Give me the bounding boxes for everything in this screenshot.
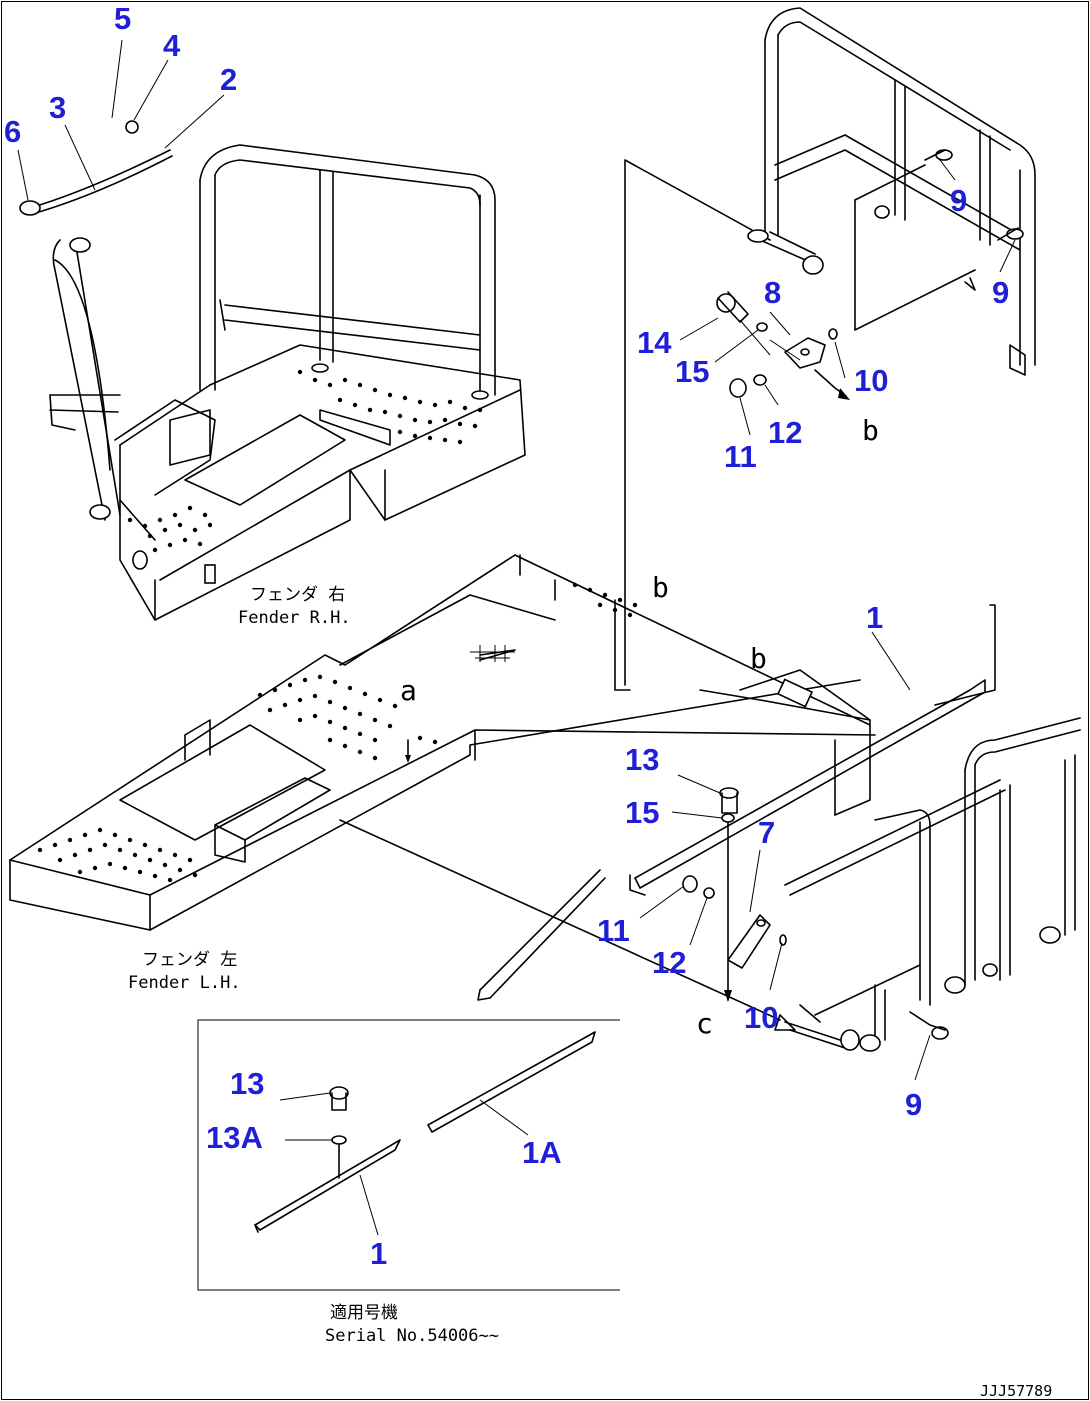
callout-13a: 13 [625,742,659,777]
callout-10b: 10 [744,1000,778,1035]
callout-7: 7 [758,815,775,850]
fender-rh-label-jp: フェンダ 右 [250,585,345,605]
callout-11a: 11 [724,439,757,474]
callout-9c: 9 [905,1087,922,1122]
perforation-holes [127,369,483,553]
serial-variant-inset [197,1019,620,1291]
callout-2: 2 [220,62,237,97]
callout-15b: 15 [625,795,659,830]
callout-1: 1 [866,600,883,635]
ref-letter-b-mid: b [652,571,669,604]
ref-letter-a: a [400,674,417,707]
bracket-parts-upper [716,291,850,400]
callout-3: 3 [49,90,66,125]
callout-12b: 12 [652,945,686,980]
leader-lines [17,39,1016,1236]
callout-10a: 10 [854,363,888,398]
callout-11b: 11 [597,913,630,948]
callout-13A: 13A [206,1120,263,1155]
callout-6: 6 [4,114,21,149]
callout-5: 5 [114,1,131,36]
fender-lh-label-jp: フェンダ 左 [142,950,237,970]
callout-9a: 9 [950,183,967,218]
callout-13b: 13 [230,1066,264,1101]
ref-letter-b-right: b [750,642,767,675]
callout-8: 8 [764,275,781,310]
drawing-code: JJJ57789 [980,1382,1052,1400]
perforation-holes-lh [37,582,638,883]
ref-letter-b-top: b [862,414,879,447]
serial-label-jp: 適用号機 [330,1303,398,1323]
callout-12a: 12 [768,415,802,450]
serial-label-en: Serial No.54006~~ [325,1326,499,1346]
callout-4: 4 [163,28,181,63]
fender-rh-assembly [19,120,526,621]
callout-1A: 1A [522,1135,562,1170]
rear-handrail [624,7,1036,706]
fender-lh-assembly [9,554,876,931]
fender-lh-label-en: Fender L.H. [128,973,241,993]
callout-9b: 9 [992,275,1009,310]
callout-1b: 1 [370,1236,387,1271]
text-labels: フェンダ 右 Fender R.H. フェンダ 左 Fender L.H. 適用… [128,414,1052,1400]
ref-letter-c: c [696,1007,713,1040]
callout-numbers: 5 4 2 3 6 9 9 8 14 15 10 12 11 1 13 15 7… [4,1,1009,1271]
lower-handrail [339,679,1081,1052]
fender-rh-label-en: Fender R.H. [238,608,351,628]
callout-15a: 15 [675,354,709,389]
callout-14: 14 [637,325,672,360]
